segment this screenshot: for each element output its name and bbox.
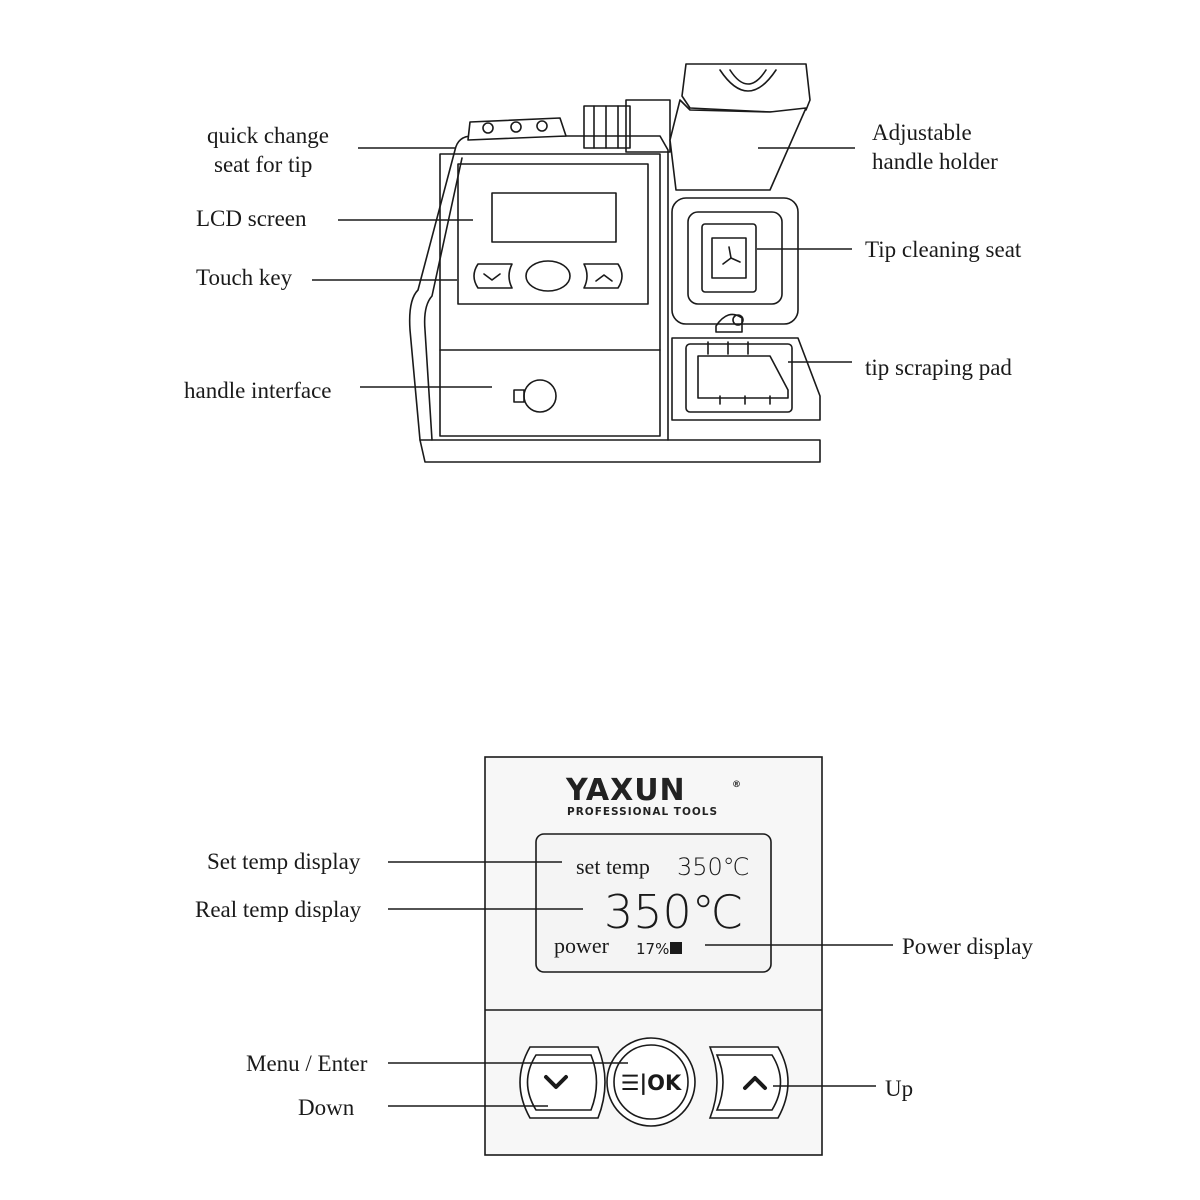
- lcd-real-temp-value: 350℃: [604, 885, 743, 939]
- tip-scraping-block: [671, 337, 821, 421]
- handle-holder-body: [669, 99, 807, 191]
- menu-ok-icon: ☰|OK: [621, 1071, 682, 1096]
- lcd-set-temp-value: 350℃: [677, 853, 750, 881]
- label-quick-change-2: seat for tip: [214, 152, 312, 177]
- station-lcd: [491, 192, 617, 243]
- label-touch-key: Touch key: [196, 265, 293, 290]
- label-quick-change-1: quick change: [207, 123, 329, 148]
- lcd-power-bar: [670, 942, 682, 954]
- handle-holder-top: [681, 63, 811, 113]
- lcd-power-value: 17%: [636, 940, 669, 958]
- label-menu-enter: Menu / Enter: [246, 1051, 368, 1076]
- station-body-shell: [408, 135, 669, 441]
- label-handle-holder-2: handle holder: [872, 149, 998, 174]
- label-lcd-screen: LCD screen: [196, 206, 307, 231]
- brand-registered-mark: ®: [732, 780, 741, 790]
- station-key-ok: [525, 260, 571, 292]
- down-button[interactable]: [519, 1046, 606, 1119]
- lcd-set-temp-label: set temp: [576, 854, 650, 879]
- station-key-down: [473, 263, 513, 289]
- control-panel: YAXUN ® PROFESSIONAL TOOLS set temp 350℃…: [484, 756, 823, 1156]
- tip-cleaning-block: [671, 197, 799, 325]
- station-body-side: [423, 157, 463, 441]
- quick-change-seat: [467, 117, 567, 141]
- menu-enter-button[interactable]: ☰|OK: [606, 1037, 696, 1127]
- brand-logo: YAXUN: [565, 773, 686, 808]
- station-front-face: [439, 153, 661, 437]
- label-handle-interface: handle interface: [184, 378, 332, 403]
- soldering-station-illustration: [408, 63, 821, 463]
- station-handle-interface: [523, 379, 557, 413]
- brand-subtitle: PROFESSIONAL TOOLS: [567, 806, 718, 818]
- holder-arm: [583, 105, 631, 149]
- label-down: Down: [298, 1095, 355, 1120]
- label-up: Up: [885, 1076, 913, 1101]
- chevron-up-icon: [743, 1076, 767, 1090]
- station-base: [419, 439, 821, 463]
- station-key-up: [583, 263, 623, 289]
- lcd-power-label: power: [554, 933, 610, 958]
- label-tip-scraping-pad: tip scraping pad: [865, 355, 1012, 380]
- up-button[interactable]: [708, 1046, 789, 1119]
- chevron-down-icon: [544, 1075, 568, 1089]
- label-real-temp-display: Real temp display: [195, 897, 362, 922]
- label-set-temp-display: Set temp display: [207, 849, 361, 874]
- lcd-display: [535, 833, 772, 973]
- panel-leader-lines: [388, 861, 893, 1107]
- label-power-display: Power display: [902, 934, 1033, 959]
- label-tip-cleaning-seat: Tip cleaning seat: [865, 237, 1022, 262]
- station-leader-lines: [312, 147, 855, 388]
- station-front-upper: [457, 163, 649, 305]
- label-handle-holder-1: Adjustable: [872, 120, 972, 145]
